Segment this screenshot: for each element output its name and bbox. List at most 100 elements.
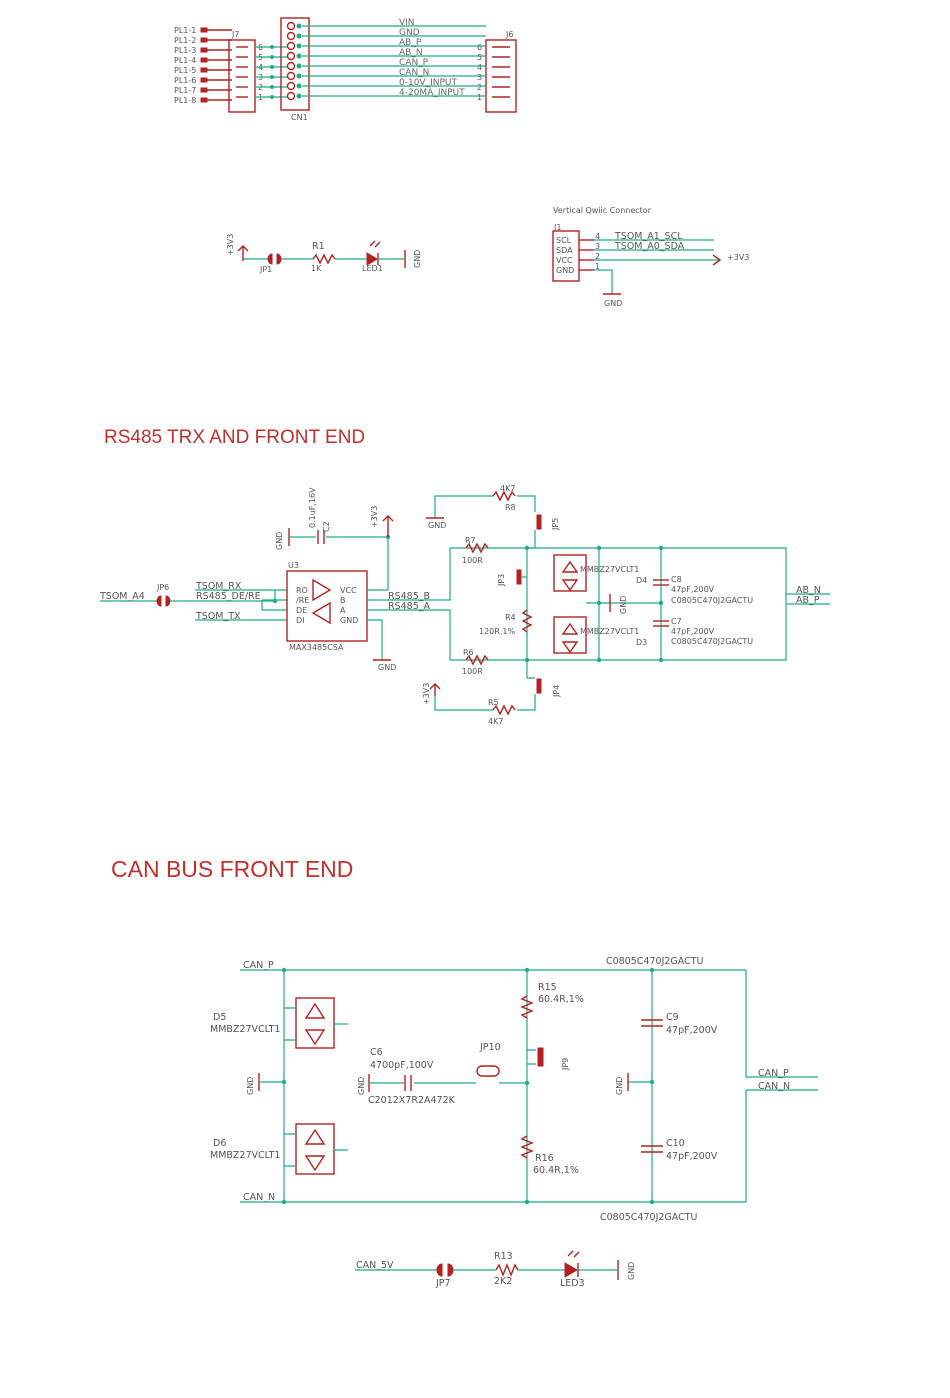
jp1-label: JP1 [259,265,272,274]
qwiic-net-scl: TSOM_A1_SCL [614,231,683,242]
pl-label: PL1-1 [174,26,196,35]
c8-value: 47pF,200V [671,585,715,594]
r4-resistor [521,609,533,633]
cn1-pin [286,41,296,51]
r1-label: R1 [312,241,325,252]
led1-label: LED1 [362,264,383,273]
pl-label: PL1-2 [174,36,196,45]
r8-gnd-label: GND [428,521,446,530]
jp6-jumper [156,595,171,607]
rs485-circuit: TSOM_A4 JP6 TSOM_RX RS485_DE/RE TSOM_TX … [99,484,830,726]
rs485-net-dere: RS485_DE/RE [196,591,261,602]
j6-pin-number: 2 [477,83,482,92]
rs485-out-p: AB_P [796,595,820,606]
pl-pad [200,27,208,33]
r6-value: 100R [462,667,483,676]
j6-body [485,39,517,113]
led1-circuit: +3V3 JP1 R1 1K LED1 GND [226,234,422,274]
r5-supply-label: +3V3 [422,683,431,705]
r7-resistor [465,542,489,554]
pl-label: PL1-6 [174,76,196,85]
pl-label: PL1-5 [174,66,196,75]
r5-value: 4K7 [488,717,503,726]
pl-pad [200,37,208,43]
jp1-jumper [267,253,282,265]
c7-label: C7 [671,617,682,626]
cn1-pin [286,61,296,71]
r7-label: R7 [465,536,476,545]
r5-resistor [492,704,516,716]
c9-value: 47pF,200V [666,1025,718,1036]
led1-light-rays [369,240,381,248]
u3-right-pin: GND [340,616,358,625]
qwiic-pin-label: SCL [556,236,572,245]
d6-tvs-symbol [304,1128,326,1172]
r15-value: 60.4R,1% [538,994,584,1005]
c10-label: C10 [666,1138,685,1149]
u3-right-pin: VCC [340,586,357,595]
r8-resistor [492,490,516,502]
pl-label: PL1-3 [174,46,196,55]
qwiic-pin-number: 2 [595,252,600,261]
net-label: VIN [399,18,415,28]
d4-part: MMBZ27VCLT1 [580,565,639,574]
net-label: CAN_P [399,58,429,68]
u3-left-pin: /RE [296,596,309,605]
d6-part: MMBZ27VCLT1 [210,1150,280,1161]
jp10-label: JP10 [479,1042,501,1053]
qwiic-pin-number: 3 [595,242,600,251]
jp5-jumper [536,514,542,530]
j6-pin-number: 1 [477,93,482,102]
r15-resistor [520,995,534,1019]
jp4-jumper [536,678,542,694]
d6-label: D6 [213,1138,226,1149]
c6-gnd-label: GND [357,1077,366,1095]
j6-pin-number: 5 [477,53,482,62]
pl-label: PL1-7 [174,86,196,95]
cn1-pin [286,31,296,41]
rs485-net-b: RS485_B [388,591,430,602]
rs485-section-title: RS485 TRX AND FRONT END [104,427,365,448]
r5-label: R5 [488,698,499,707]
qwiic-gnd-label: GND [604,299,622,308]
pl-pad [200,87,208,93]
c10-value: 47pF,200V [666,1151,718,1162]
can-section-title: CAN BUS FRONT END [111,856,353,882]
pl-pad [200,77,208,83]
c6-label: C6 [370,1047,383,1058]
jp7-jumper [436,1263,454,1277]
pl-pad [200,47,208,53]
rs485-net-a: RS485_A [388,601,431,612]
u3-left-pin: DE [296,606,307,615]
r6-resistor [465,654,489,666]
cn1-label: CN1 [291,113,308,122]
cn1-body [280,17,310,111]
d5-part: MMBZ27VCLT1 [210,1024,280,1035]
j6-label: J6 [505,30,513,39]
led3-gnd-label: GND [627,1262,636,1280]
qwiic-net-sda: TSOM_A0_SDA [614,241,685,252]
r4-label: R4 [505,613,516,622]
jp5-label: JP5 [551,518,560,531]
led3-light-rays [567,1250,580,1258]
c8-part: C0805C470J2GACTU [671,596,753,605]
qwiic-title: Vertical Qwiic Connector [553,206,652,215]
r15-label: R15 [538,982,557,993]
net-label: 0-10V_INPUT [399,78,457,88]
c2-value: 0.1uF,16V [308,487,317,528]
j6-pin-number: 4 [477,63,482,72]
r4-value: 120R,1% [479,627,515,636]
pl-pad [200,67,208,73]
r13-label: R13 [494,1251,513,1262]
c6-value: 4700pF,100V [370,1060,434,1071]
led3-circuit: CAN_5V JP7 R13 2K2 LED3 GND [355,1250,636,1289]
j6-pin-number: 3 [477,73,482,82]
u3-body [286,570,368,642]
r5-supply-arrow [429,683,441,696]
cn1-pin [286,51,296,61]
c8-label: C8 [671,575,682,584]
d3-part: MMBZ27VCLT1 [580,627,639,636]
u3-supply-label: +3V3 [370,506,379,528]
jp3-label: JP3 [497,574,506,587]
